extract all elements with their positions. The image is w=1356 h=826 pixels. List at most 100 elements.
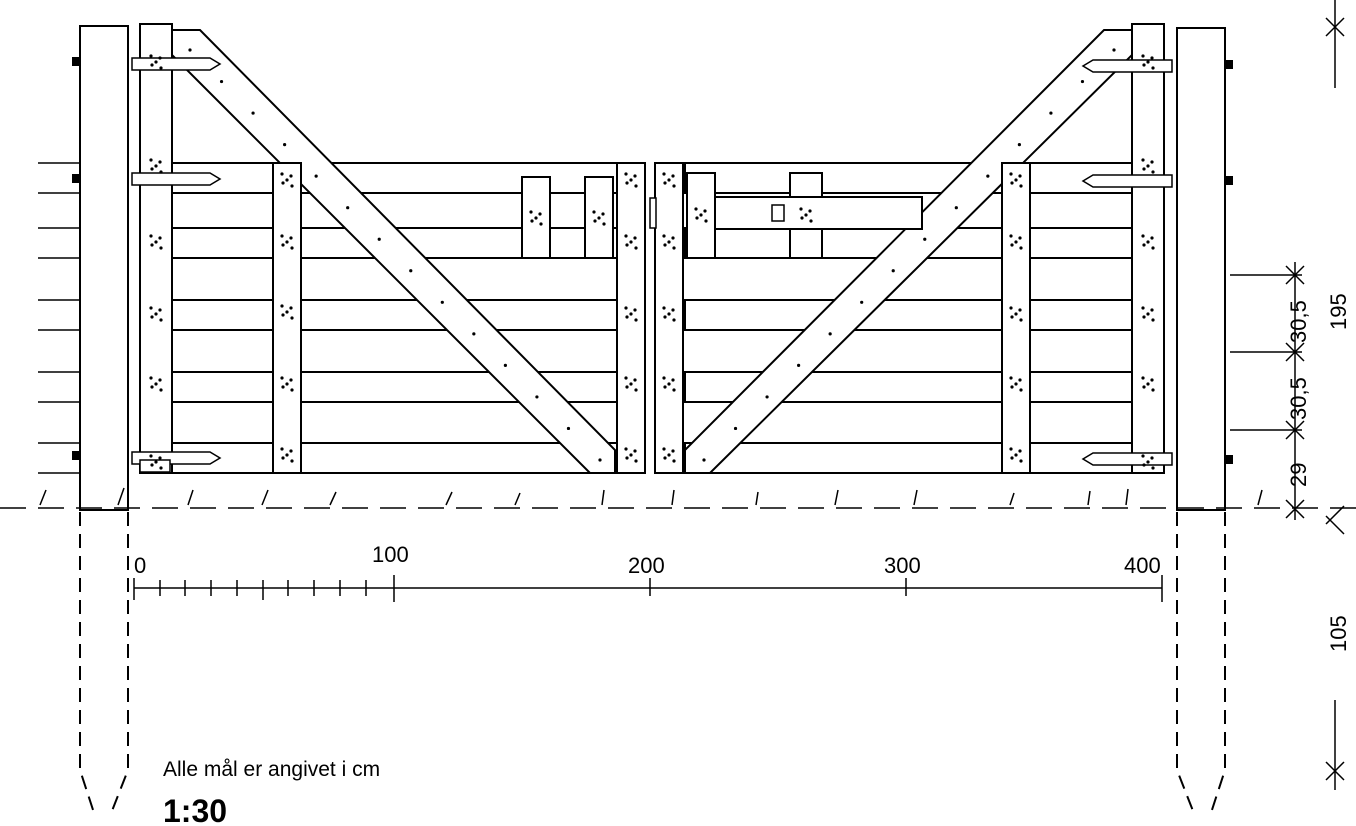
nail-dot xyxy=(624,447,628,451)
nail-dot xyxy=(1146,460,1150,464)
nail-dot xyxy=(986,174,990,178)
nail-dot xyxy=(1151,388,1155,392)
nail-dot xyxy=(593,219,597,223)
nail-dot xyxy=(601,212,605,216)
nail-dot xyxy=(289,174,293,178)
nail-dot xyxy=(1014,382,1018,386)
nail-dot xyxy=(592,210,596,214)
nail-dot xyxy=(1150,56,1154,60)
nail-dot xyxy=(1151,318,1155,322)
nail-dot xyxy=(634,318,638,322)
nail-dot xyxy=(629,178,633,182)
scale-bar xyxy=(133,575,1163,602)
dim-post-depth: 105 xyxy=(1326,615,1351,652)
right-gate-hinges xyxy=(1081,59,1173,466)
nail-dot xyxy=(149,454,153,458)
nail-dot xyxy=(1151,170,1155,174)
nail-dot xyxy=(1150,456,1154,460)
nail-dot xyxy=(289,449,293,453)
nail-dot xyxy=(285,178,289,182)
nail-dots xyxy=(149,48,1155,470)
nail-dot xyxy=(154,460,158,464)
nail-dot xyxy=(290,459,294,463)
nail-dot xyxy=(159,318,163,322)
nail-dot xyxy=(671,236,675,240)
dimension-labels: 195 30,5 30,5 29 105 xyxy=(1286,293,1351,652)
nail-dot xyxy=(1010,181,1014,185)
nail-dot xyxy=(765,395,769,399)
nail-dot xyxy=(1049,111,1053,115)
nail-dot xyxy=(663,385,667,389)
nail-dot xyxy=(1018,378,1022,382)
nail-dot xyxy=(672,388,676,392)
nail-dot xyxy=(662,172,666,176)
nail-dot xyxy=(954,206,958,210)
nail-dot xyxy=(280,172,284,176)
nail-dot xyxy=(1151,66,1155,70)
nail-dot xyxy=(800,216,804,220)
nail-dot xyxy=(671,378,675,382)
scale-tick-0: 0 xyxy=(134,553,146,578)
nail-dot xyxy=(1112,48,1116,52)
nail-dot xyxy=(633,449,637,453)
nail-dot xyxy=(1142,385,1146,389)
nail-dot xyxy=(1018,174,1022,178)
nail-dot xyxy=(285,310,289,314)
nail-dot xyxy=(671,449,675,453)
nail-dot xyxy=(662,376,666,380)
nail-dot xyxy=(290,316,294,320)
nail-dot xyxy=(154,240,158,244)
nail-dot xyxy=(149,54,153,58)
nail-dot xyxy=(150,385,154,389)
nail-dot xyxy=(280,304,284,308)
left-gate-leaf xyxy=(139,23,646,474)
nail-dot xyxy=(1146,240,1150,244)
nail-dot xyxy=(625,181,629,185)
nail-dot xyxy=(1141,54,1145,58)
nail-dot xyxy=(289,236,293,240)
nail-dot xyxy=(625,385,629,389)
nail-dot xyxy=(633,174,637,178)
nail-dot xyxy=(663,315,667,319)
nail-dot xyxy=(891,269,895,273)
nail-dot xyxy=(1010,385,1014,389)
nail-dot xyxy=(158,56,162,60)
nail-dot xyxy=(1151,466,1155,470)
dim-segment-middle: 30,5 xyxy=(1286,377,1311,420)
nail-dot xyxy=(1080,79,1085,84)
nail-dot xyxy=(663,243,667,247)
nail-dot xyxy=(149,376,153,380)
nail-dot xyxy=(1014,453,1018,457)
nail-dot xyxy=(663,456,667,460)
nail-dot xyxy=(1151,246,1155,250)
nail-dot xyxy=(530,219,534,223)
nail-dot xyxy=(667,382,671,386)
nail-dot xyxy=(1019,318,1023,322)
nail-dot xyxy=(1009,447,1013,451)
nail-dot xyxy=(1141,158,1145,162)
nail-dot xyxy=(1019,459,1023,463)
nail-dot xyxy=(150,315,154,319)
nail-dot xyxy=(1014,178,1018,182)
nail-dot xyxy=(154,164,158,168)
nail-dot xyxy=(1010,315,1014,319)
dim-overall-height: 195 xyxy=(1326,293,1351,330)
nail-dot xyxy=(159,170,163,174)
dim-segment-lower: 29 xyxy=(1286,463,1311,487)
nail-dot xyxy=(671,174,675,178)
nail-dot xyxy=(440,300,444,304)
nail-dot xyxy=(1146,60,1150,64)
nail-dot xyxy=(799,207,803,211)
scale-tick-400: 400 xyxy=(1124,553,1161,578)
nail-dot xyxy=(539,222,543,226)
nail-dot xyxy=(633,308,637,312)
nail-dot xyxy=(472,332,476,336)
nail-dot xyxy=(150,167,154,171)
nail-dot xyxy=(290,184,294,188)
nail-dot xyxy=(624,172,628,176)
nail-dot xyxy=(625,243,629,247)
nail-dot xyxy=(667,178,671,182)
nail-dot xyxy=(158,456,162,460)
nail-dot xyxy=(285,453,289,457)
nail-dot xyxy=(283,143,287,147)
